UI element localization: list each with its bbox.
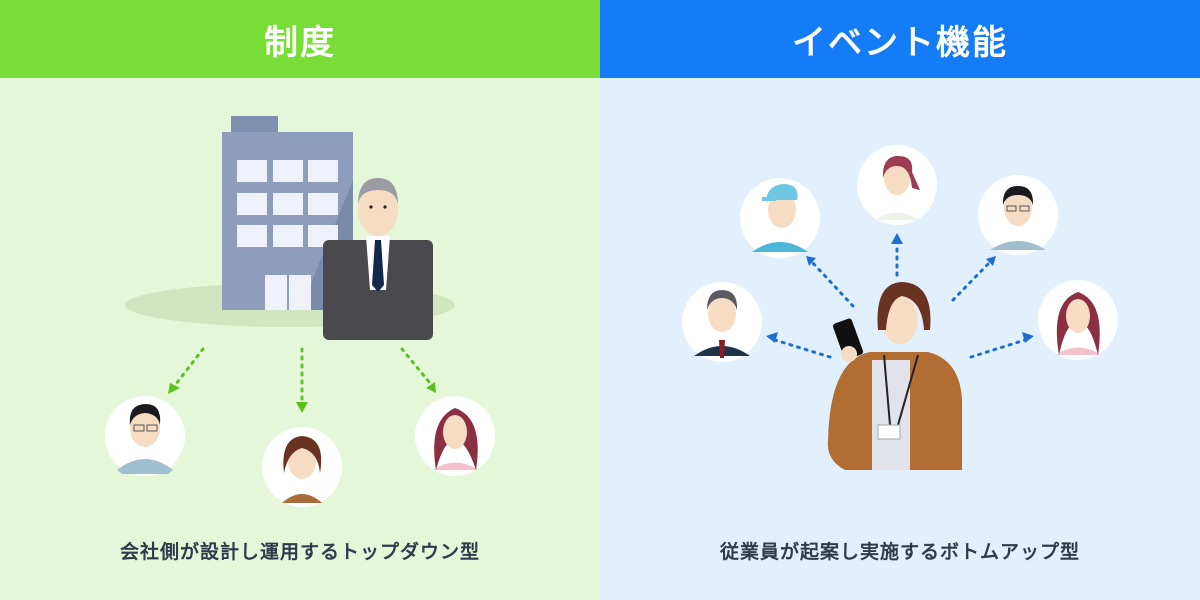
right-panel-title: イベント機能: [600, 0, 1200, 78]
initiator-woman-with-phone-icon: [827, 282, 962, 470]
avatar-man-glasses: [105, 396, 185, 476]
arrowhead-icons: [168, 382, 436, 413]
executive-icon: [323, 178, 433, 340]
avatar-woman-long-hair: [415, 396, 495, 476]
right-panel-event-feature: イベント機能: [600, 0, 1200, 600]
avatar-woman-long-hair: [1038, 280, 1118, 360]
arrowhead-icons: [766, 233, 1034, 343]
avatar-worker-cap: [740, 178, 820, 258]
avatar-woman-ponytail: [857, 145, 937, 225]
left-panel-title: 制度: [0, 0, 600, 78]
left-panel-seido: 制度: [0, 0, 600, 600]
arrow-lines: [174, 347, 432, 404]
avatar-man-glasses: [978, 175, 1058, 255]
avatar-executive-man: [682, 282, 762, 362]
bottom-up-illustration: [682, 145, 1118, 470]
avatar-woman-short-hair: [262, 427, 342, 507]
arrow-lines: [773, 242, 1027, 359]
right-panel-caption: 従業員が起案し実施するボトムアップ型: [719, 541, 1080, 563]
top-down-illustration: [105, 116, 495, 507]
left-panel-caption: 会社側が設計し運用するトップダウン型: [119, 541, 480, 563]
